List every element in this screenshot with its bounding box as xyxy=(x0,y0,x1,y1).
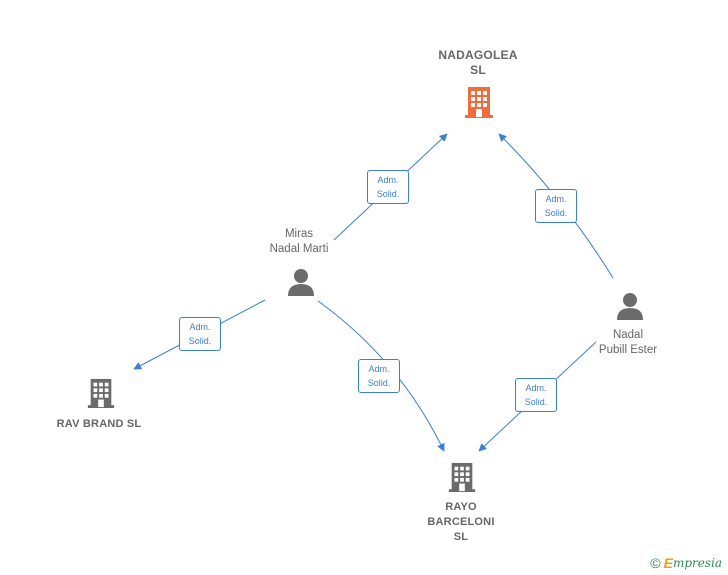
edge-label-line: Solid. xyxy=(188,336,212,346)
edge-label-miras-nadagolea[interactable]: Adm. Solid. xyxy=(367,170,409,204)
person-label-nadal[interactable]: Nadal Pubill Ester xyxy=(599,328,657,358)
edge-label-line: Adm. xyxy=(189,322,211,332)
company-name-line: RAV BRAND SL xyxy=(56,418,142,430)
building-icon[interactable] xyxy=(463,85,495,119)
company-name-line: BARCELONI xyxy=(427,516,495,528)
company-name-line: NADAGOLEA xyxy=(438,48,518,62)
brand-logo-text: mpresia xyxy=(672,556,722,570)
person-icon[interactable] xyxy=(286,267,316,297)
edge-label-line: Adm. xyxy=(545,194,567,204)
edge-label-line: Solid. xyxy=(524,397,548,407)
building-icon[interactable] xyxy=(447,460,477,494)
company-label-rav-brand[interactable]: RAV BRAND SL xyxy=(57,417,142,432)
person-name-line: Pubill Ester xyxy=(598,344,658,356)
brand-logo-letter: E xyxy=(663,555,673,571)
edge-label-nadal-rayo[interactable]: Adm. Solid. xyxy=(515,378,557,412)
edge-label-line: Adm. xyxy=(525,383,547,393)
edge-label-miras-rayo[interactable]: Adm. Solid. xyxy=(358,359,400,393)
company-name-line: SL xyxy=(453,531,469,543)
edge-label-miras-ravbrand[interactable]: Adm. Solid. xyxy=(179,317,221,351)
company-label-nadagolea[interactable]: NADAGOLEA SL xyxy=(438,48,517,78)
person-icon[interactable] xyxy=(615,291,645,321)
building-icon[interactable] xyxy=(86,376,116,410)
edge-label-line: Solid. xyxy=(376,189,400,199)
edge-label-line: Solid. xyxy=(544,208,568,218)
person-label-miras[interactable]: Miras Nadal Marti xyxy=(270,227,329,257)
edge-label-line: Solid. xyxy=(367,378,391,388)
edge-label-line: Adm. xyxy=(368,364,390,374)
person-name-line: Nadal xyxy=(612,329,644,341)
edge-label-nadal-nadagolea[interactable]: Adm. Solid. xyxy=(535,189,577,223)
person-name-line: Miras xyxy=(284,228,314,240)
company-label-rayo[interactable]: RAYO BARCELONI SL xyxy=(427,500,494,545)
person-name-line: Nadal Marti xyxy=(269,243,329,255)
edge-label-line: Adm. xyxy=(377,175,399,185)
copyright-icon: © xyxy=(650,555,661,571)
company-name-line: SL xyxy=(470,63,486,77)
company-name-line: RAYO xyxy=(445,501,477,513)
